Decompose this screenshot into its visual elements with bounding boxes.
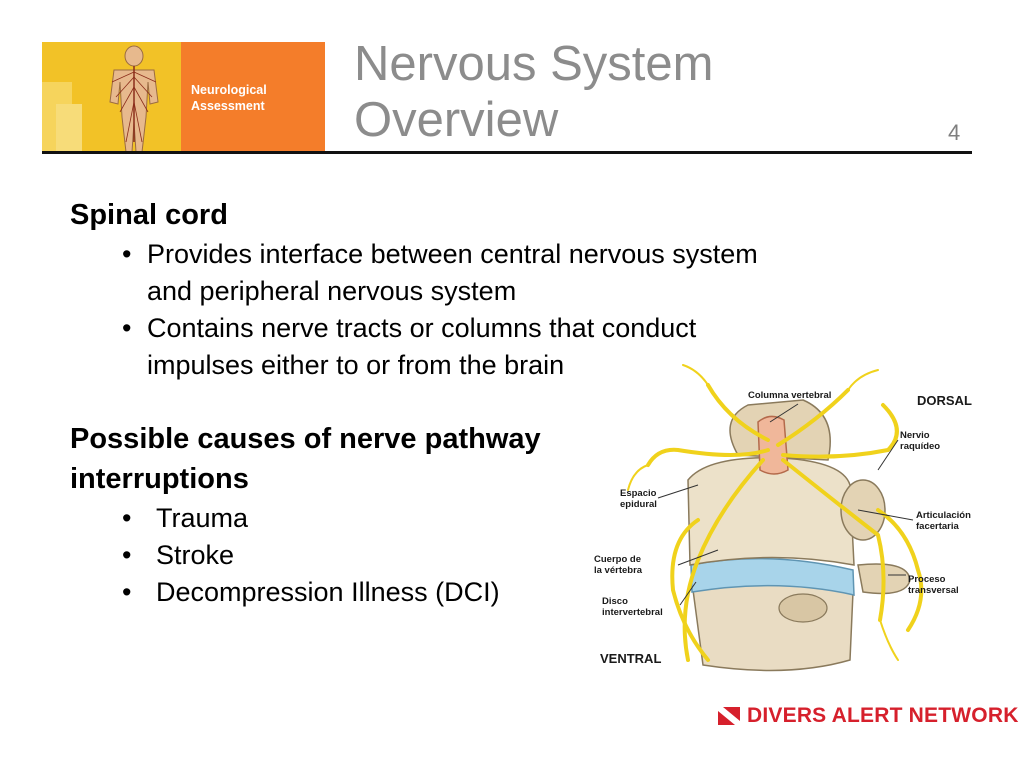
bullet-icon: • <box>122 577 132 607</box>
bullet-text: Contains nerve tracts or columns that co… <box>147 313 697 380</box>
banner-image <box>42 42 181 152</box>
label-cuerpo-vertebra: Cuerpo de la vértebra <box>594 554 643 576</box>
label-ventral: VENTRAL <box>600 651 662 666</box>
spinal-cord-diagram: Columna vertebral DORSAL Nervio raquídeo… <box>588 360 998 690</box>
causes-list: • Trauma • Stroke • Decompression Illness (… <box>118 500 500 611</box>
bullet-text: Trauma <box>156 503 249 533</box>
label-proceso-transversal: Proceso transversal <box>908 574 959 596</box>
bullet-text: Stroke <box>156 540 235 570</box>
banner-panel <box>181 42 325 152</box>
list-item: • Stroke <box>118 537 500 574</box>
label-disco-intervertebral: Disco intervertebral <box>602 596 663 618</box>
list-item: • Trauma <box>118 500 500 537</box>
bullet-icon: • <box>122 540 132 570</box>
label-espacio-epidural: Espacio epidural <box>620 488 657 510</box>
label-dorsal: DORSAL <box>917 393 972 408</box>
vertebra-illustration <box>627 364 924 672</box>
header-banner: Neurological Assessment <box>42 42 325 152</box>
label-articulacion-facertaria: Articulación facertaria <box>916 510 971 532</box>
dive-flag-icon <box>718 707 740 725</box>
banner-label: Neurological Assessment <box>191 83 267 113</box>
label-nervio-raquideo: Nervio raquídeo <box>900 430 941 452</box>
list-item: • Decompression Illness (DCI) <box>118 574 500 611</box>
heading-spinal-cord: Spinal cord <box>70 199 228 231</box>
list-item: • Contains nerve tracts or columns that c… <box>118 310 788 384</box>
spinal-cord-list: • Provides interface between central nerv… <box>118 236 788 384</box>
slide-number: 4 <box>948 120 961 145</box>
heading-possible-causes: Possible causes of nerve pathway interru… <box>70 423 541 495</box>
bullet-text: Decompression Illness (DCI) <box>156 577 500 607</box>
brand-logo: DIVERS ALERT NETWORK <box>718 703 1019 729</box>
label-columna-vertebral: Columna vertebral <box>748 390 832 401</box>
title-divider <box>42 151 972 154</box>
human-nervous-system-illustration <box>42 42 181 152</box>
brand-name: DIVERS ALERT NETWORK <box>747 704 1019 727</box>
list-item: • Provides interface between central nerv… <box>118 236 788 310</box>
bullet-icon: • <box>122 503 132 533</box>
bullet-text: Provides interface between central nervo… <box>147 239 758 306</box>
bullet-icon: • <box>122 313 132 343</box>
bullet-icon: • <box>122 239 132 269</box>
slide-title: Nervous System Overview <box>354 37 714 147</box>
